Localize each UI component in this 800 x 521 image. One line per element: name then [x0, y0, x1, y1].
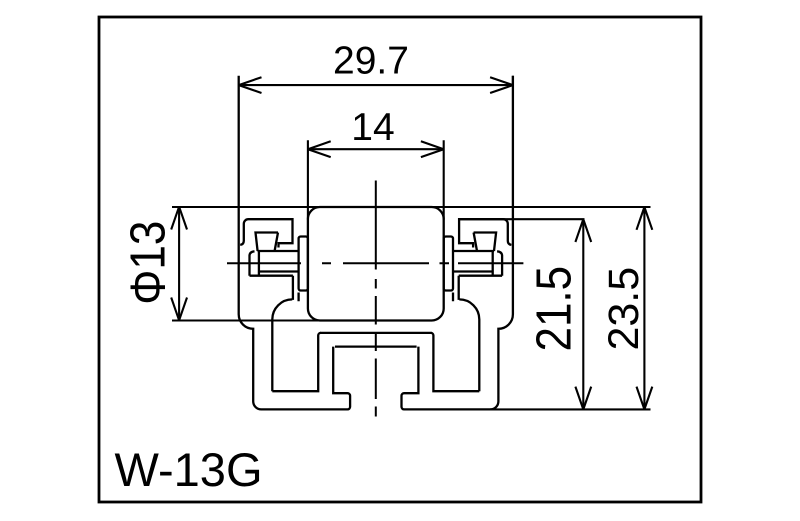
svg-text:23.5: 23.5 — [600, 267, 648, 351]
svg-text:14: 14 — [351, 106, 394, 149]
svg-text:21.5: 21.5 — [526, 266, 581, 352]
svg-text:W-13G: W-13G — [115, 443, 263, 496]
svg-text:29.7: 29.7 — [333, 39, 409, 82]
svg-text:Φ13: Φ13 — [120, 221, 175, 305]
